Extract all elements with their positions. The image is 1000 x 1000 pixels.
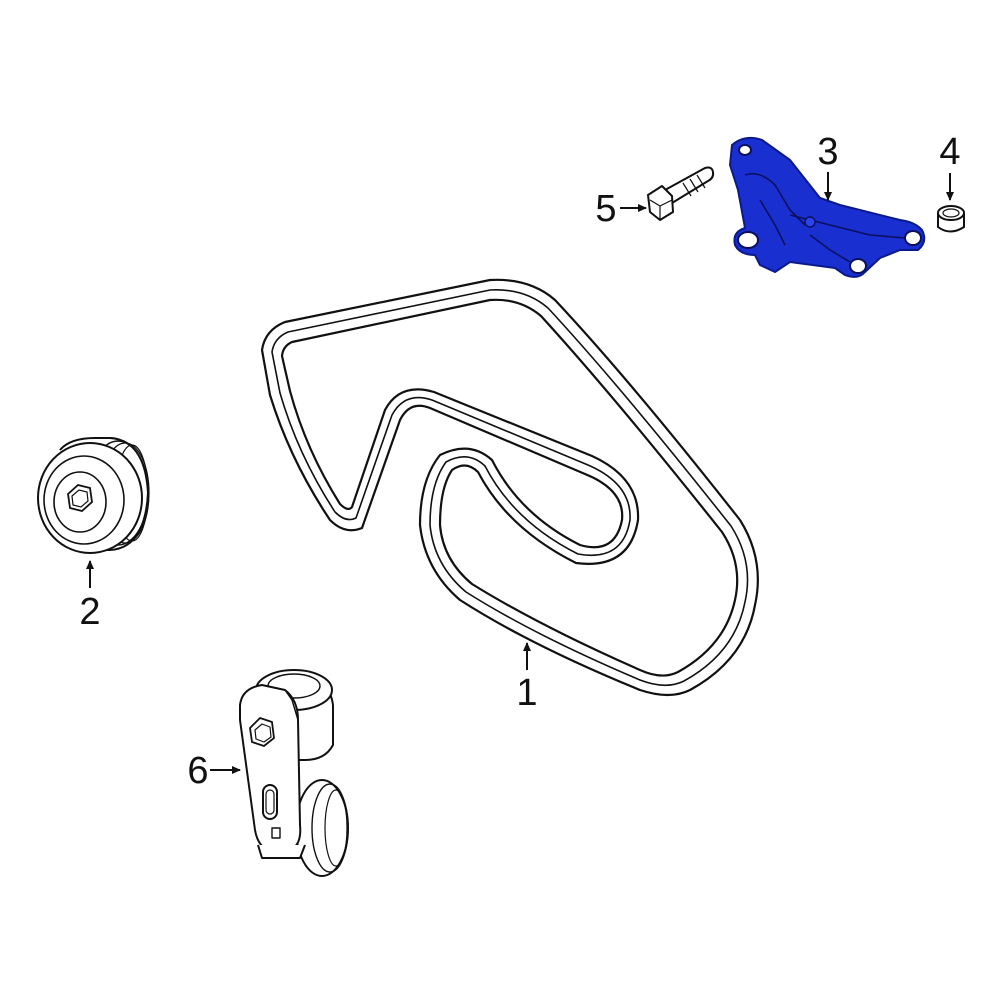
callout-5: 5 [595,188,617,230]
mounting-bracket[interactable] [729,136,926,278]
callout-2: 2 [79,591,101,633]
mounting-bolt[interactable] [647,166,715,221]
callout-6: 6 [187,750,209,792]
callout-4: 4 [939,131,961,173]
belt-tensioner[interactable] [239,669,349,877]
callout-1: 1 [516,672,538,714]
bushing-sleeve[interactable] [937,205,965,233]
serpentine-belt[interactable] [260,278,759,697]
leader-lines [86,172,954,774]
callout-3: 3 [817,131,839,173]
idler-pulley[interactable] [37,437,150,554]
